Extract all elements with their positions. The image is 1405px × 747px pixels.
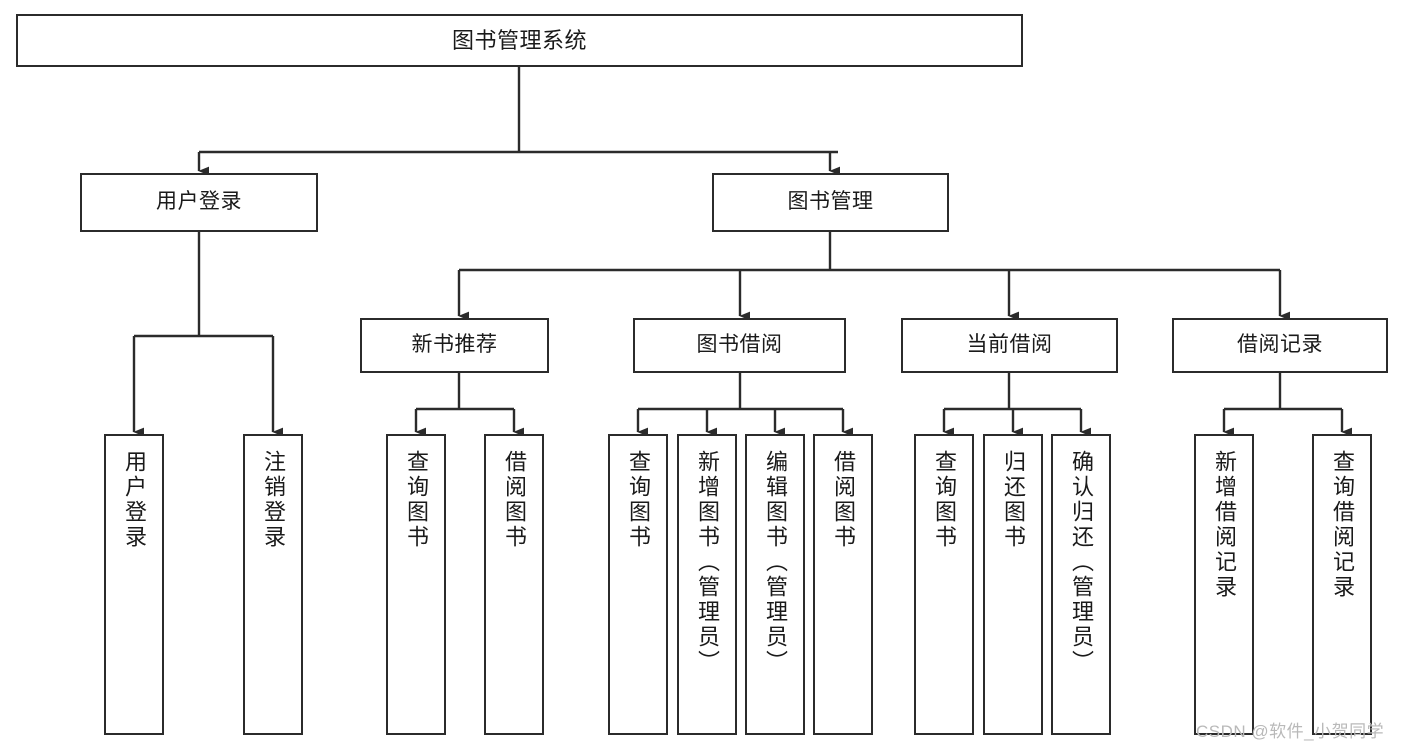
node-label-new-book-recommend: 新书推荐 (411, 333, 498, 357)
node-label-borrow-record: 借阅记录 (1237, 333, 1323, 357)
node-user-login[interactable]: 用户登录 (80, 173, 318, 232)
node-leaf-query-book-3[interactable]: 查询图书 (914, 434, 974, 735)
node-label-leaf-confirm-return: 确认归还（管理员） (1069, 450, 1094, 675)
node-leaf-query-book-2[interactable]: 查询图书 (608, 434, 668, 735)
node-label-book-manage: 图书管理 (787, 190, 874, 214)
node-leaf-query-book-1[interactable]: 查询图书 (386, 434, 446, 735)
node-label-leaf-query-record: 查询借阅记录 (1330, 450, 1355, 600)
node-new-book-recommend[interactable]: 新书推荐 (360, 318, 549, 373)
node-leaf-confirm-return[interactable]: 确认归还（管理员） (1051, 434, 1111, 735)
node-label-current-borrow: 当前借阅 (966, 333, 1053, 357)
node-label-leaf-borrow-book-2: 借阅图书 (831, 450, 856, 550)
node-book-manage[interactable]: 图书管理 (712, 173, 949, 232)
node-leaf-return-book[interactable]: 归还图书 (983, 434, 1043, 735)
node-leaf-add-book[interactable]: 新增图书（管理员） (677, 434, 737, 735)
connector-lines (132, 67, 1353, 437)
node-label-leaf-user-login: 用户登录 (122, 450, 147, 550)
node-label-leaf-user-logout: 注销登录 (261, 450, 286, 550)
node-label-leaf-return-book: 归还图书 (1001, 450, 1026, 550)
node-label-book-borrow: 图书借阅 (696, 333, 783, 357)
node-label-user-login: 用户登录 (156, 190, 242, 214)
node-leaf-query-record[interactable]: 查询借阅记录 (1312, 434, 1372, 735)
node-borrow-record[interactable]: 借阅记录 (1172, 318, 1388, 373)
node-label-leaf-query-book-1: 查询图书 (404, 450, 429, 550)
node-book-borrow[interactable]: 图书借阅 (633, 318, 846, 373)
node-leaf-user-logout[interactable]: 注销登录 (243, 434, 303, 735)
node-label-leaf-add-record: 新增借阅记录 (1212, 450, 1237, 600)
node-label-leaf-borrow-book-1: 借阅图书 (502, 450, 527, 550)
node-root[interactable]: 图书管理系统 (16, 14, 1023, 67)
node-leaf-add-record[interactable]: 新增借阅记录 (1194, 434, 1254, 735)
csdn-watermark: CSDN @软件_小贺同学 (1196, 722, 1385, 741)
node-label-leaf-query-book-2: 查询图书 (626, 450, 651, 550)
node-leaf-borrow-book-1[interactable]: 借阅图书 (484, 434, 544, 735)
node-label-root: 图书管理系统 (451, 27, 587, 53)
node-label-leaf-edit-book: 编辑图书（管理员） (763, 450, 788, 675)
node-label-leaf-query-book-3: 查询图书 (932, 450, 957, 550)
node-leaf-user-login[interactable]: 用户登录 (104, 434, 164, 735)
node-label-leaf-add-book: 新增图书（管理员） (695, 450, 720, 675)
node-current-borrow[interactable]: 当前借阅 (901, 318, 1118, 373)
node-leaf-edit-book[interactable]: 编辑图书（管理员） (745, 434, 805, 735)
node-leaf-borrow-book-2[interactable]: 借阅图书 (813, 434, 873, 735)
